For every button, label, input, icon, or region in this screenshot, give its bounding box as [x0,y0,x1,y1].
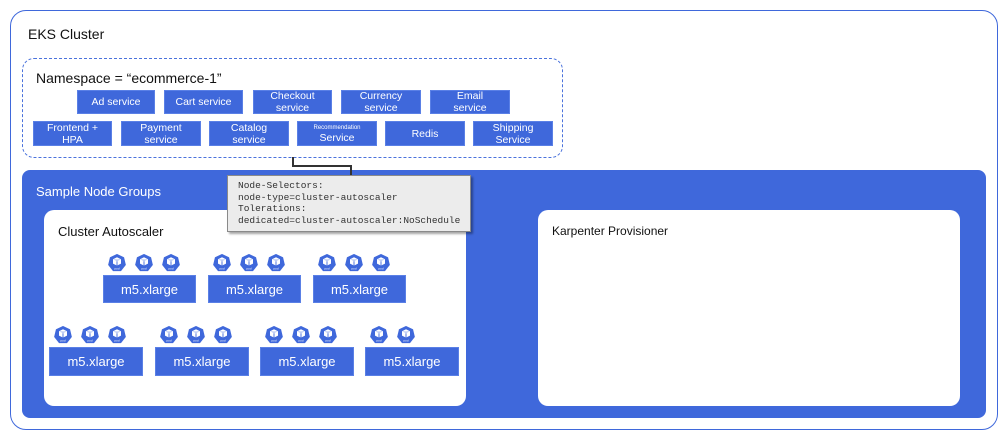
pod-icon: pod [344,253,364,273]
service-frontend: Frontend + HPA [33,121,112,146]
svg-text:pod: pod [168,266,173,270]
service-label: Service [495,133,531,146]
node-label: m5.xlarge [278,354,336,369]
cluster-title: EKS Cluster [28,26,105,42]
node-m5-xlarge: m5.xlarge [49,347,143,376]
svg-text:pod: pod [193,338,198,342]
pod-icon: pod [212,253,232,273]
service-label: Service [319,131,355,144]
svg-text:pod: pod [403,338,408,342]
svg-text:pod: pod [298,338,303,342]
tooltip-line: node-type=cluster-autoscaler [238,191,398,203]
pod-icon: pod [80,325,100,345]
namespace-title: Namespace = “ecommerce-1” [36,70,222,86]
pod-icon: pod [107,253,127,273]
service-label: service [364,102,398,114]
karpenter-provisioner-panel [538,210,960,406]
pod-icon: pod [291,325,311,345]
service-label: Frontend + [46,121,99,134]
pod-icon: pod [159,325,179,345]
svg-text:pod: pod [325,338,330,342]
pod-icon: pod [369,325,389,345]
tooltip-line: Node-Selectors: [238,180,324,191]
service-currency: Currency service [341,90,421,114]
node-m5-xlarge: m5.xlarge [260,347,354,376]
service-label: HPA [62,133,83,146]
svg-text:pod: pod [60,338,65,342]
service-label: Recommendation [313,124,361,131]
service-label: Catalog [230,121,268,134]
svg-text:pod: pod [219,266,224,270]
service-ad: Ad service [77,90,155,114]
node-label: m5.xlarge [225,281,284,297]
service-label: service [144,133,178,146]
pod-icon: pod [264,325,284,345]
svg-text:pod: pod [378,266,383,270]
svg-text:pod: pod [141,266,146,270]
svg-text:pod: pod [273,266,278,270]
node-m5-xlarge: m5.xlarge [365,347,459,376]
service-catalog: Catalog service [209,121,289,146]
node-m5-xlarge: m5.xlarge [103,275,196,303]
service-label: Payment [140,121,182,134]
service-redis: Redis [385,121,465,146]
service-label: service [453,102,487,114]
node-groups-title: Sample Node Groups [36,184,162,199]
svg-text:pod: pod [114,338,119,342]
karpenter-provisioner-title: Karpenter Provisioner [552,224,669,238]
svg-text:pod: pod [114,266,119,270]
node-label: m5.xlarge [67,354,125,369]
eks-cluster-container [10,10,998,430]
service-email: Email service [430,90,510,114]
service-shipping: Shipping Service [473,121,553,146]
tooltip-line: Tolerations: [238,203,307,214]
service-label: Cart service [175,96,232,108]
pod-icon: pod [371,253,391,273]
service-label: service [232,133,266,146]
svg-text:pod: pod [376,338,381,342]
svg-text:pod: pod [87,338,92,342]
pod-icon: pod [134,253,154,273]
service-recommendation: Recommendation Service [297,121,377,146]
pod-icon: pod [213,325,233,345]
pod-icon: pod [317,253,337,273]
node-label: m5.xlarge [173,354,231,369]
service-label: Redis [411,127,439,140]
service-label: Shipping [492,121,534,134]
node-label: m5.xlarge [330,281,389,297]
svg-text:pod: pod [166,338,171,342]
node-label: m5.xlarge [383,354,441,369]
node-selector-tooltip: Node-Selectors: node-type=cluster-autosc… [227,175,471,232]
service-cart: Cart service [164,90,243,114]
pod-icon: pod [266,253,286,273]
pod-icon: pod [107,325,127,345]
svg-text:pod: pod [220,338,225,342]
service-label: Ad service [91,96,141,108]
svg-text:pod: pod [351,266,356,270]
service-label: Currency [359,90,403,102]
cluster-autoscaler-title: Cluster Autoscaler [58,224,164,239]
node-m5-xlarge: m5.xlarge [313,275,406,303]
node-label: m5.xlarge [120,281,179,297]
svg-text:pod: pod [324,266,329,270]
svg-text:pod: pod [271,338,276,342]
service-label: service [275,102,310,114]
pod-icon: pod [239,253,259,273]
service-label: Email [456,90,484,102]
pod-icon: pod [186,325,206,345]
node-m5-xlarge: m5.xlarge [155,347,249,376]
pod-icon: pod [318,325,338,345]
node-m5-xlarge: m5.xlarge [208,275,301,303]
pod-icon: pod [396,325,416,345]
cluster-autoscaler-panel [44,210,466,406]
service-label: Checkout [270,90,315,102]
pod-icon: pod [53,325,73,345]
svg-text:pod: pod [246,266,251,270]
service-checkout: Checkout service [253,90,332,114]
service-payment: Payment service [121,121,201,146]
tooltip-line: dedicated=cluster-autoscaler:NoSchedule [238,214,461,226]
pod-icon: pod [161,253,181,273]
